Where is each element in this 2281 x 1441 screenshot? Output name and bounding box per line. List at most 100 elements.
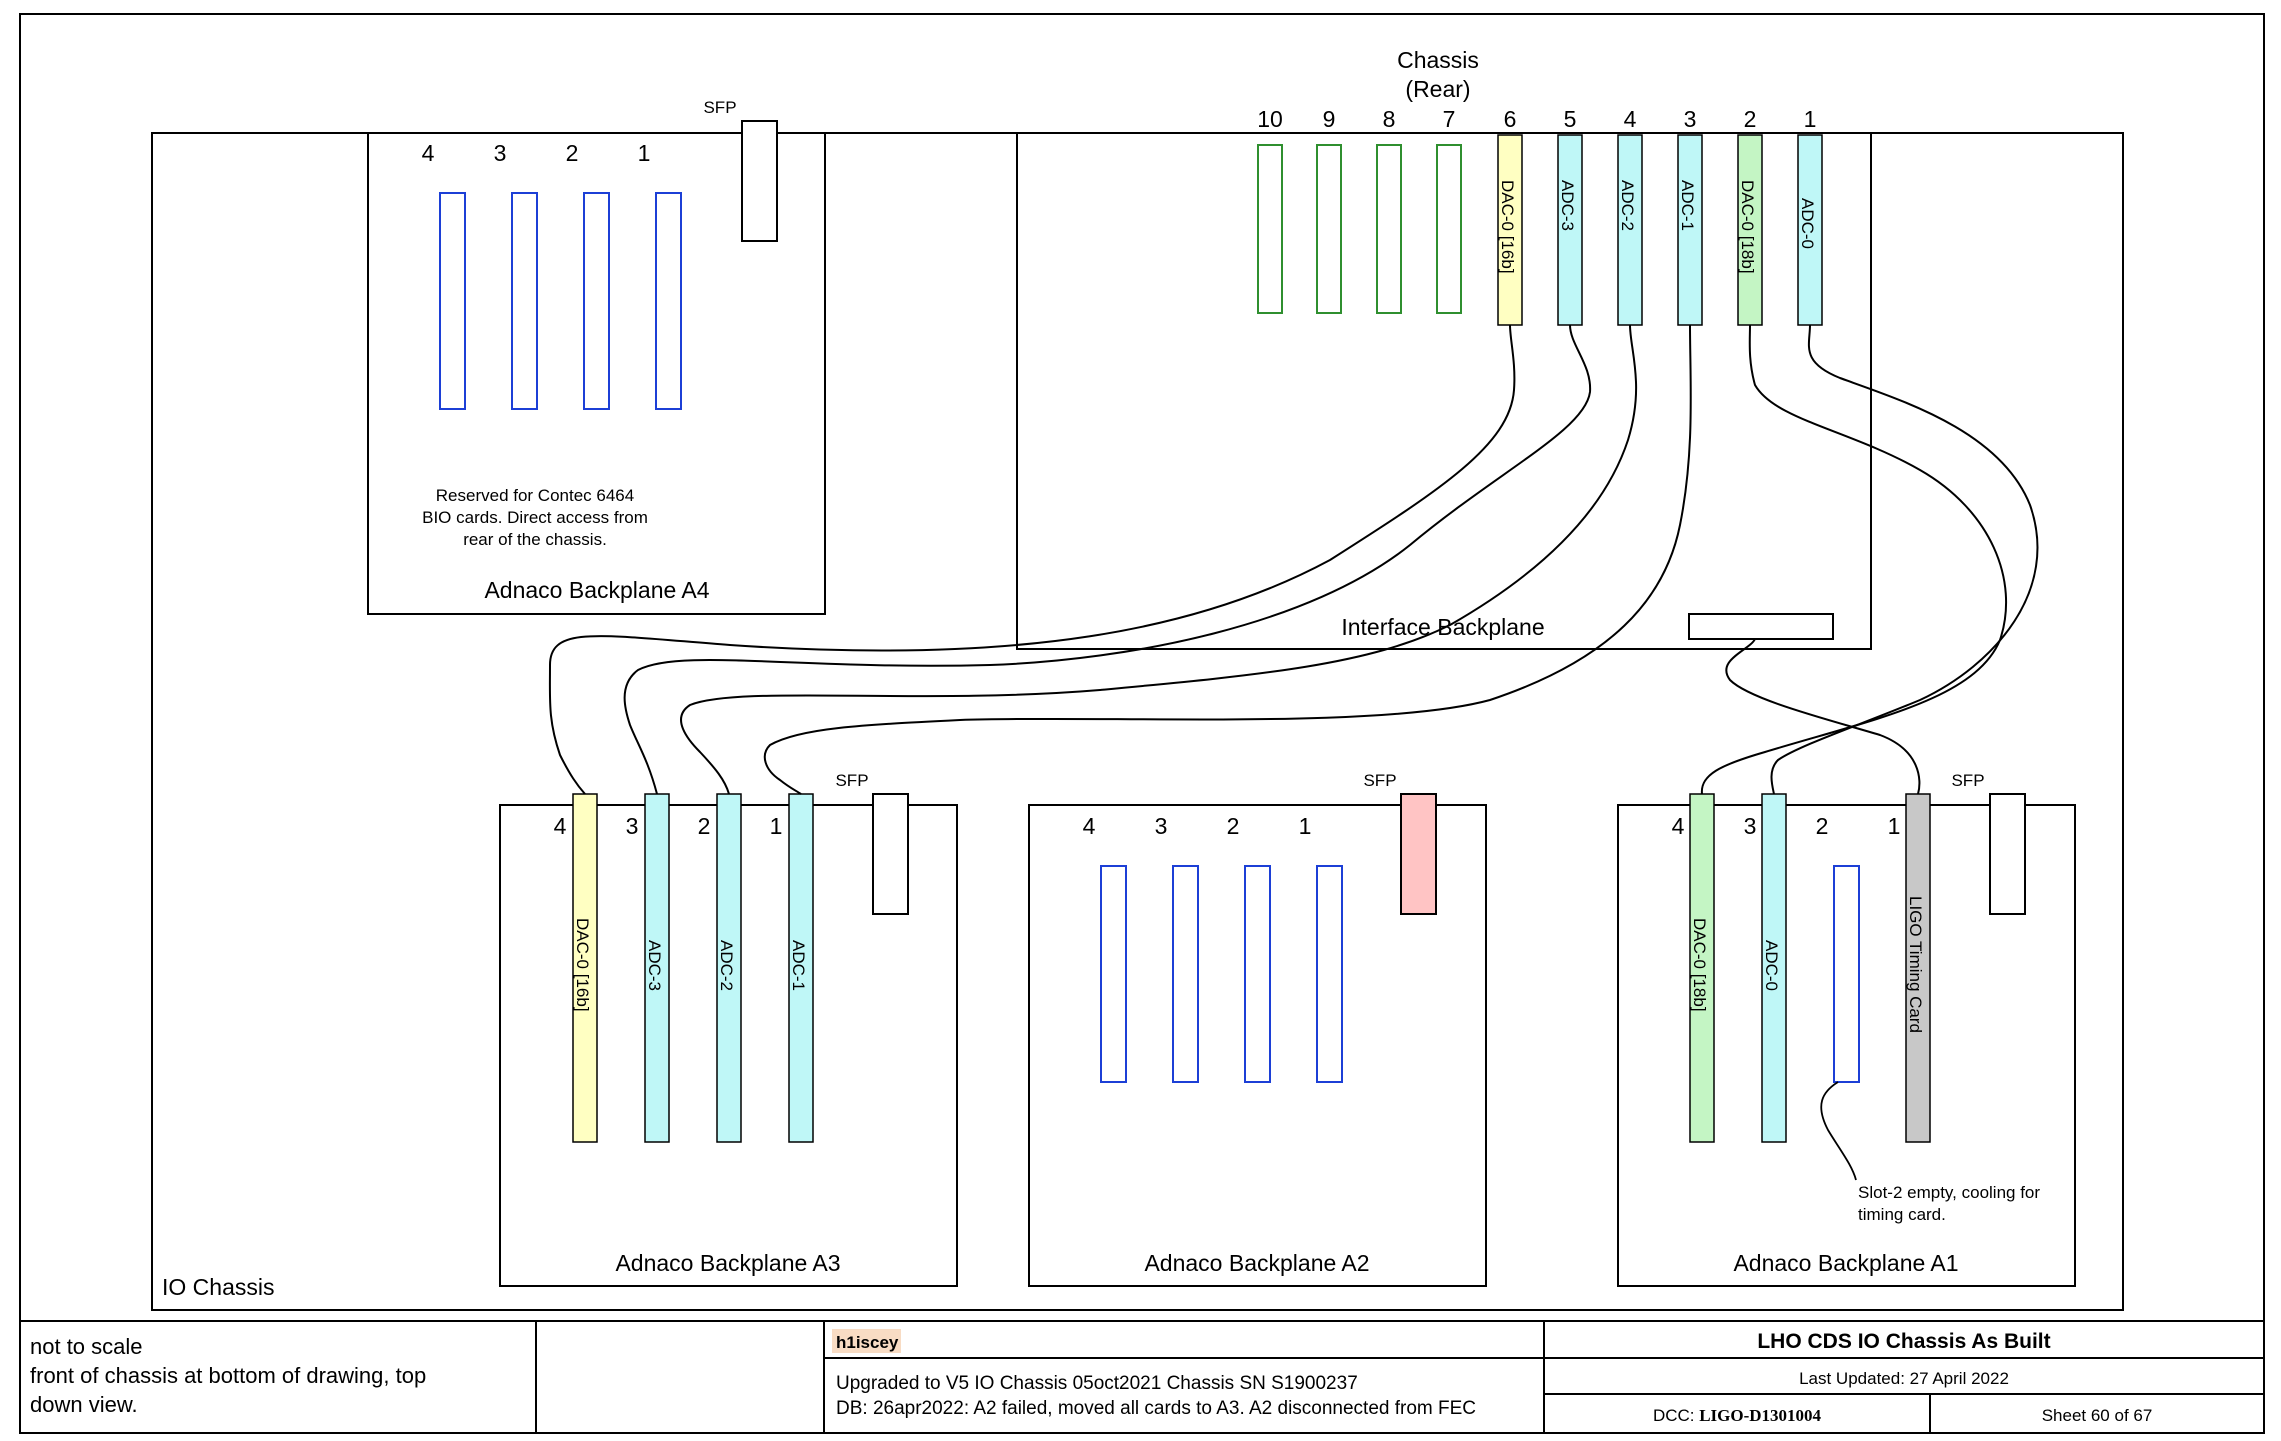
io-chassis-label: IO Chassis <box>162 1274 274 1300</box>
cable-adc-1-to-a3-slot-1 <box>763 324 1692 795</box>
a2-empty-slot <box>1244 865 1271 1083</box>
rear-card-adc-2 <box>1617 134 1643 326</box>
interface-connector <box>1688 613 1834 640</box>
model-highlight <box>832 1329 901 1353</box>
a3-card-dac-0-16b <box>572 793 598 1143</box>
rear-slot-number: 3 <box>1684 106 1697 132</box>
a3-card-label: ADC-3 <box>645 940 664 991</box>
rear-empty-slot-8 <box>1376 144 1402 314</box>
a1-card-adc-0 <box>1761 793 1787 1143</box>
a1-note-line: timing card. <box>1858 1205 1946 1224</box>
a4-slot-number: 4 <box>422 140 435 166</box>
rear-card-adc-0 <box>1797 134 1823 326</box>
rear-empty-slot-10 <box>1257 144 1283 314</box>
a4-sfp-label: SFP <box>703 98 736 117</box>
a1-card-dac-0-18b <box>1689 793 1715 1143</box>
cable-dac-0-16b-to-a3-slot-4 <box>548 324 1516 795</box>
interface-backplane-label: Interface Backplane <box>1341 614 1544 640</box>
drawing-border <box>19 13 2265 1434</box>
cable-adc-2-to-a3-slot-2 <box>680 324 1638 795</box>
a1-card-ligo-timing <box>1905 793 1931 1143</box>
a1-slot-number: 4 <box>1672 813 1685 839</box>
backplane-a2-label: Adnaco Backplane A2 <box>1144 1250 1369 1276</box>
db-note: DB: 26apr2022: A2 failed, moved all card… <box>836 1398 1476 1419</box>
cable-adc-0-to-a1-slot-3 <box>1770 324 2039 795</box>
rear-slot-number: 9 <box>1323 106 1336 132</box>
a3-slot-number: 3 <box>626 813 639 839</box>
rear-slot-number: 1 <box>1804 106 1817 132</box>
rear-card-label: DAC-0 [16b] <box>1498 180 1517 274</box>
a4-empty-slot <box>655 192 682 410</box>
rear-slot-number: 10 <box>1257 106 1283 132</box>
io-chassis-outline <box>151 132 2124 1311</box>
rear-card-label: ADC-0 <box>1798 198 1817 249</box>
a4-empty-slot <box>439 192 466 410</box>
a2-slot-number: 2 <box>1227 813 1240 839</box>
a1-slot-number: 1 <box>1888 813 1901 839</box>
note-orientation: front of chassis at bottom of drawing, t… <box>30 1363 426 1388</box>
a1-slot-number: 3 <box>1744 813 1757 839</box>
rear-empty-slot-7 <box>1436 144 1462 314</box>
rear-slot-number: 6 <box>1504 106 1517 132</box>
backplane-a1: 4 3 2 1 DAC-0 [18b] ADC-0 LIGO Timing Ca… <box>1617 771 2076 1287</box>
note-orientation-cont: down view. <box>30 1392 138 1417</box>
backplane-a4-label: Adnaco Backplane A4 <box>484 577 709 603</box>
a4-empty-slot <box>511 192 538 410</box>
rear-card-label: ADC-1 <box>1678 180 1697 231</box>
a2-sfp-port-failed <box>1400 793 1437 915</box>
dcc-number: DCC: LIGO-D1301004 <box>1653 1406 1822 1425</box>
a3-slot-number: 1 <box>770 813 783 839</box>
a3-slot-number: 4 <box>554 813 567 839</box>
a2-empty-slot <box>1316 865 1343 1083</box>
interface-backplane: 10 9 8 7 6 5 4 3 2 1 DAC-0 [16b] ADC-3 A… <box>1016 106 1872 650</box>
a1-card-label: DAC-0 [18b] <box>1690 918 1709 1012</box>
rear-card-dac-0-16b <box>1497 134 1523 326</box>
backplane-a1-label: Adnaco Backplane A1 <box>1733 1250 1958 1276</box>
sheet-number: Sheet 60 of 67 <box>2042 1406 2153 1425</box>
a3-slot-number: 2 <box>698 813 711 839</box>
a1-card-label: LIGO Timing Card <box>1906 896 1925 1033</box>
backplane-a4-outline <box>367 132 826 615</box>
a3-card-adc-1 <box>788 793 814 1143</box>
backplane-a3-label: Adnaco Backplane A3 <box>615 1250 840 1276</box>
a3-card-adc-3 <box>644 793 670 1143</box>
rear-card-dac-0-18b <box>1737 134 1763 326</box>
a1-empty-slot-2 <box>1833 865 1860 1083</box>
a3-card-adc-2 <box>716 793 742 1143</box>
backplane-a2: 4 3 2 1 SFP Adnaco Backplane A2 <box>1028 771 1487 1287</box>
cables <box>548 324 2039 795</box>
chassis-rear-subtitle: (Rear) <box>1405 76 1470 102</box>
rear-card-label: DAC-0 [18b] <box>1738 180 1757 274</box>
a3-sfp-port <box>872 793 909 915</box>
a4-sfp-port <box>741 120 778 242</box>
interface-backplane-outline <box>1016 132 1872 650</box>
rear-slot-number: 5 <box>1564 106 1577 132</box>
backplane-a3: 4 3 2 1 DAC-0 [16b] ADC-3 ADC-2 ADC-1 SF… <box>499 771 958 1287</box>
a1-sfp-port <box>1989 793 2026 915</box>
backplane-a1-outline <box>1617 804 2076 1287</box>
a4-note-line: BIO cards. Direct access from <box>422 508 648 527</box>
a3-card-label: ADC-1 <box>789 940 808 991</box>
rear-slot-number: 8 <box>1383 106 1396 132</box>
a2-slot-number: 1 <box>1299 813 1312 839</box>
a3-sfp-label: SFP <box>835 771 868 790</box>
rear-card-label: ADC-3 <box>1558 180 1577 231</box>
a2-sfp-label: SFP <box>1363 771 1396 790</box>
a4-slot-number: 2 <box>566 140 579 166</box>
cable-adc-3-to-a3-slot-3 <box>623 324 1592 795</box>
a1-sfp-label: SFP <box>1951 771 1984 790</box>
a1-note-line: Slot-2 empty, cooling for <box>1858 1183 2040 1202</box>
backplane-a4: 4 3 2 1 SFP Reserved for Contec 6464 BIO… <box>367 98 826 615</box>
a4-slot-number: 1 <box>638 140 651 166</box>
a2-slot-number: 3 <box>1155 813 1168 839</box>
a2-slot-number: 4 <box>1083 813 1096 839</box>
upgrade-note: Upgraded to V5 IO Chassis 05oct2021 Chas… <box>836 1373 1358 1394</box>
a3-card-label: ADC-2 <box>717 940 736 991</box>
last-updated: Last Updated: 27 April 2022 <box>1799 1369 2009 1388</box>
a4-note-line: Reserved for Contec 6464 <box>436 486 634 505</box>
rear-slot-number: 4 <box>1624 106 1637 132</box>
a4-slot-number: 3 <box>494 140 507 166</box>
a1-slot-number: 2 <box>1816 813 1829 839</box>
a1-card-label: ADC-0 <box>1762 940 1781 991</box>
